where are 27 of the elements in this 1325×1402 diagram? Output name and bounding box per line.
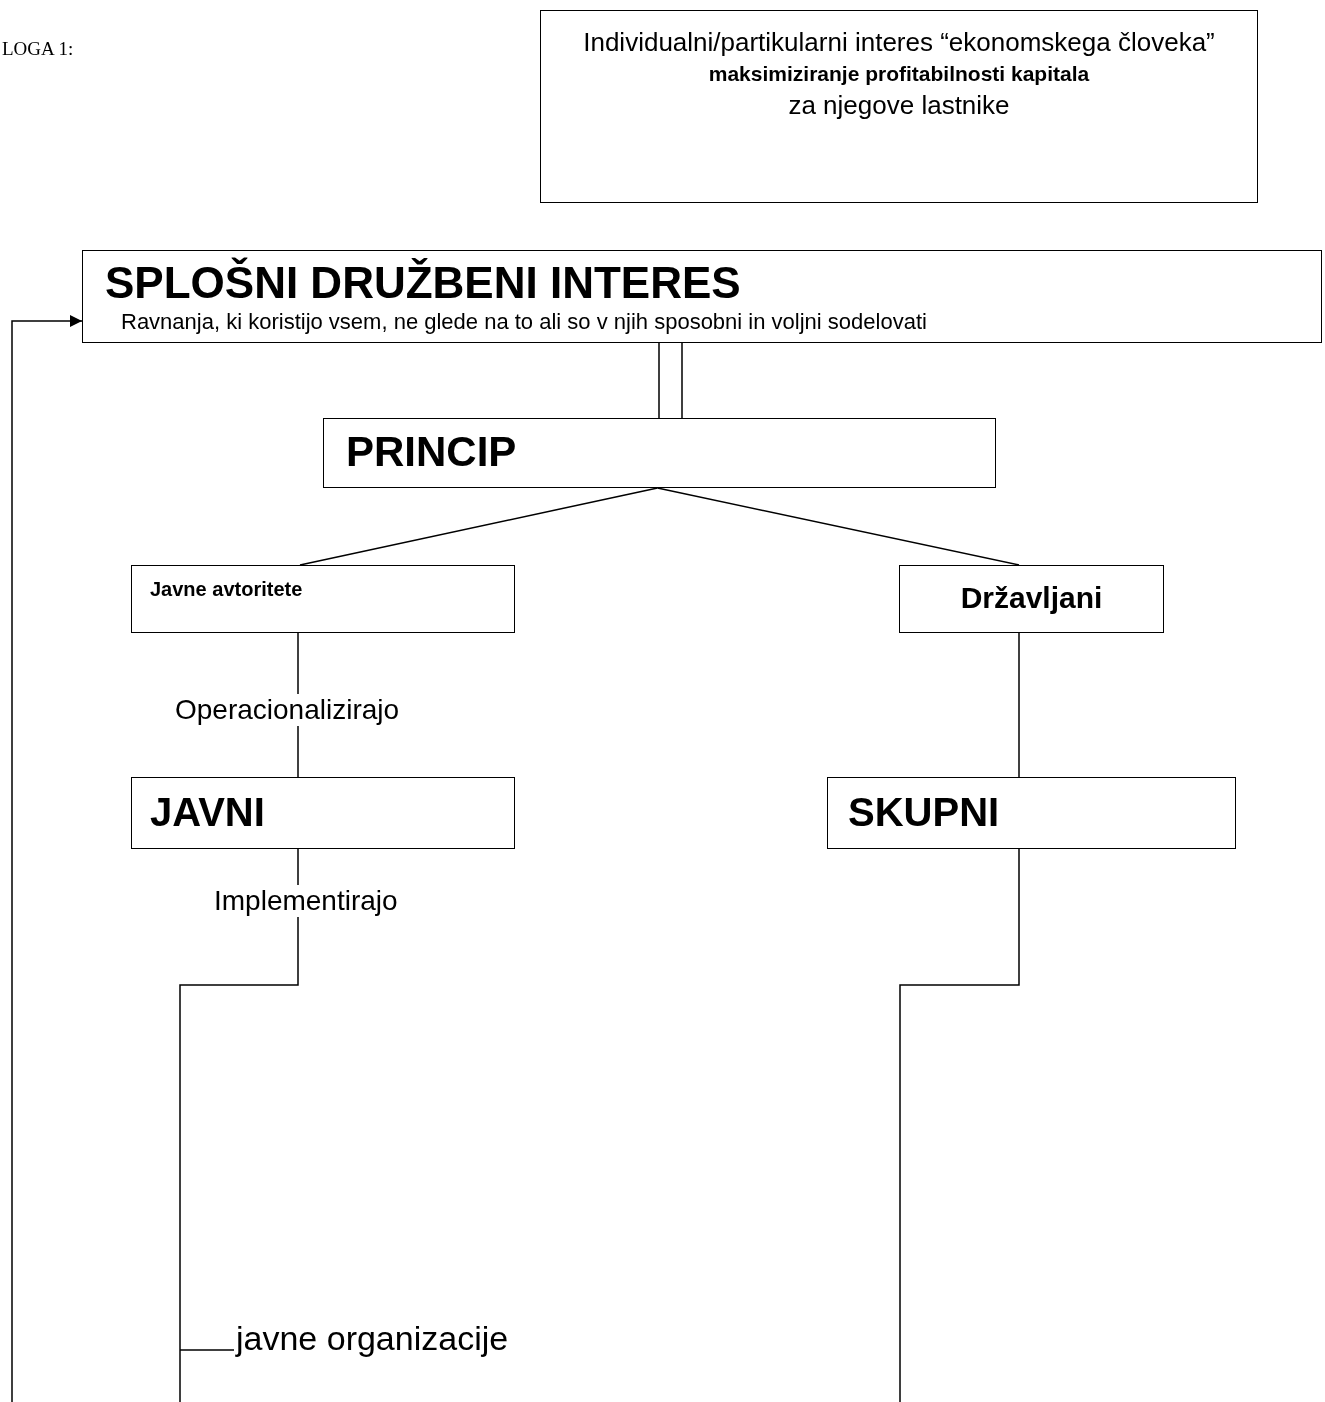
box-text: SPLOŠNI DRUŽBENI INTERES: [105, 259, 742, 308]
arrow: [11, 315, 83, 1402]
box-subtext: maksimiziranje profitabilnosti kapitala: [707, 61, 1091, 88]
connector-line: [656, 487, 1020, 566]
citizens-box: [899, 565, 1164, 633]
connector-line: [1018, 632, 1020, 778]
box-subtext: Ravnanja, ki koristijo vsem, ne glede na to ali so v njih sposobni in voljni sodelovati: [121, 308, 928, 337]
box-text: Državljani: [959, 580, 1104, 616]
category-box: [131, 777, 515, 849]
box-text: PRINCIP: [346, 427, 518, 477]
box-text: Javne avtoritete: [150, 577, 304, 602]
box-subtext: za njegove lastnike: [787, 89, 1011, 121]
box-text: Individualni/partikularni interes “ekonomskega človeka”: [582, 27, 1216, 59]
connector-line: [899, 848, 1020, 1402]
principle-box: [323, 418, 996, 488]
leader-line: [179, 1349, 235, 1351]
connector-line: [299, 487, 659, 566]
heading-box: [82, 250, 1322, 343]
category-box: [827, 777, 1236, 849]
authority-box: [131, 565, 515, 633]
interest-box: [540, 10, 1258, 203]
box-text: SKUPNI: [848, 789, 1001, 836]
double-line: [658, 342, 683, 419]
organization-label: javne organizacije: [236, 1318, 509, 1359]
connector-line: [179, 848, 299, 1402]
annex-label: LOGA 1:: [2, 38, 74, 60]
box-text: JAVNI: [150, 789, 266, 836]
